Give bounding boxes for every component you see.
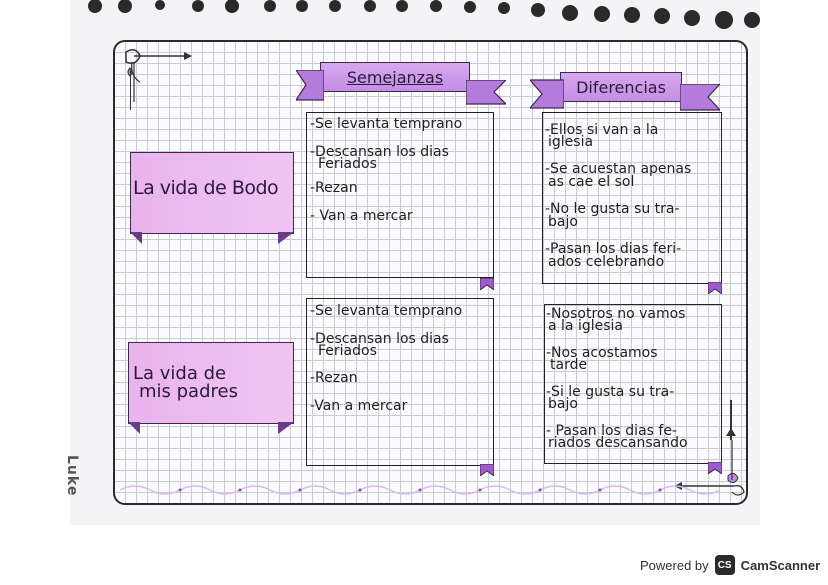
- list-item: -Pasan los dias feri-: [545, 241, 682, 257]
- ribbon-tail-icon: [296, 70, 324, 101]
- list-item: Feriados: [318, 156, 377, 172]
- list-item: riados descansando: [548, 435, 688, 451]
- header-differences-text: Diferencias: [576, 77, 666, 97]
- cell-row1-differences: [542, 112, 722, 284]
- arrow-up-icon: [726, 428, 736, 436]
- ribbon-tail-icon: [466, 80, 506, 105]
- cell-row1-similarities: [306, 112, 494, 278]
- list-item: tarde: [550, 357, 588, 373]
- camscanner-brand: CamScanner: [740, 557, 821, 573]
- header-differences: Diferencias: [560, 72, 682, 102]
- signature: Luke: [64, 455, 80, 497]
- list-item: -Se acuestan apenas: [545, 161, 692, 177]
- list-item: iglesia: [548, 134, 594, 150]
- list-item: -Van a mercar: [310, 398, 408, 414]
- list-item: -Nosotros no vamos: [546, 306, 686, 322]
- grid-paper: [113, 40, 748, 505]
- list-item: Feriados: [318, 343, 377, 359]
- cell-row2-differences: [544, 304, 722, 464]
- list-item: -Nos acostamos: [546, 345, 658, 361]
- list-item: -Descansan los dias: [310, 144, 449, 160]
- guide-line: [130, 70, 131, 110]
- list-item: - Van a mercar: [310, 208, 413, 224]
- cell-row2-similarities: [306, 298, 494, 466]
- list-item: -Se levanta temprano: [310, 303, 463, 319]
- ribbon-tail-icon: [680, 84, 720, 111]
- list-item: bajo: [548, 396, 578, 412]
- list-item: -Rezan: [310, 370, 358, 386]
- list-item: as cae el sol: [548, 174, 635, 190]
- list-item: -Si le gusta su tra-: [546, 384, 675, 400]
- row-label-padres-line1: La vida de: [133, 363, 227, 384]
- camscanner-footer: Powered by CS CamScanner: [640, 552, 820, 578]
- row-label-padres-line2: mis padres: [139, 381, 238, 402]
- label-fold-icon: [128, 422, 294, 434]
- powered-by-text: Powered by: [640, 557, 709, 573]
- list-item: bajo: [548, 214, 578, 230]
- list-item: -Rezan: [310, 180, 358, 196]
- list-item: -Ellos si van a la: [545, 122, 659, 138]
- list-item: -Se levanta temprano: [310, 116, 463, 132]
- label-fold-icon: [130, 232, 294, 244]
- ribbon-tail-icon: [530, 79, 564, 109]
- corner-tab-icon: [708, 282, 722, 294]
- camscanner-logo-icon: CS: [714, 555, 735, 575]
- corner-tab-icon: [480, 278, 494, 290]
- row-label-bodo-text: La vida de Bodo: [133, 177, 279, 199]
- header-similarities: Semejanzas: [320, 62, 470, 92]
- list-item: - Pasan los dias fe-: [546, 423, 677, 439]
- corner-tab-icon: [480, 464, 494, 476]
- list-item: a la iglesia: [548, 318, 623, 334]
- corner-flourish-icon: [125, 49, 192, 102]
- corner-tab-icon: [708, 462, 722, 474]
- list-item: -No le gusta su tra-: [545, 201, 680, 217]
- header-similarities-text: Semejanzas: [346, 67, 444, 87]
- list-item: -Descansan los dias: [310, 331, 449, 347]
- row-label-padres: La vida de mis padres: [128, 342, 294, 424]
- row-label-bodo: La vida de Bodo: [130, 152, 294, 234]
- spiral-binding: [88, 0, 760, 29]
- wavy-border-icon: [120, 485, 720, 495]
- list-item: ados celebrando: [548, 254, 665, 270]
- guide-line: [730, 400, 732, 440]
